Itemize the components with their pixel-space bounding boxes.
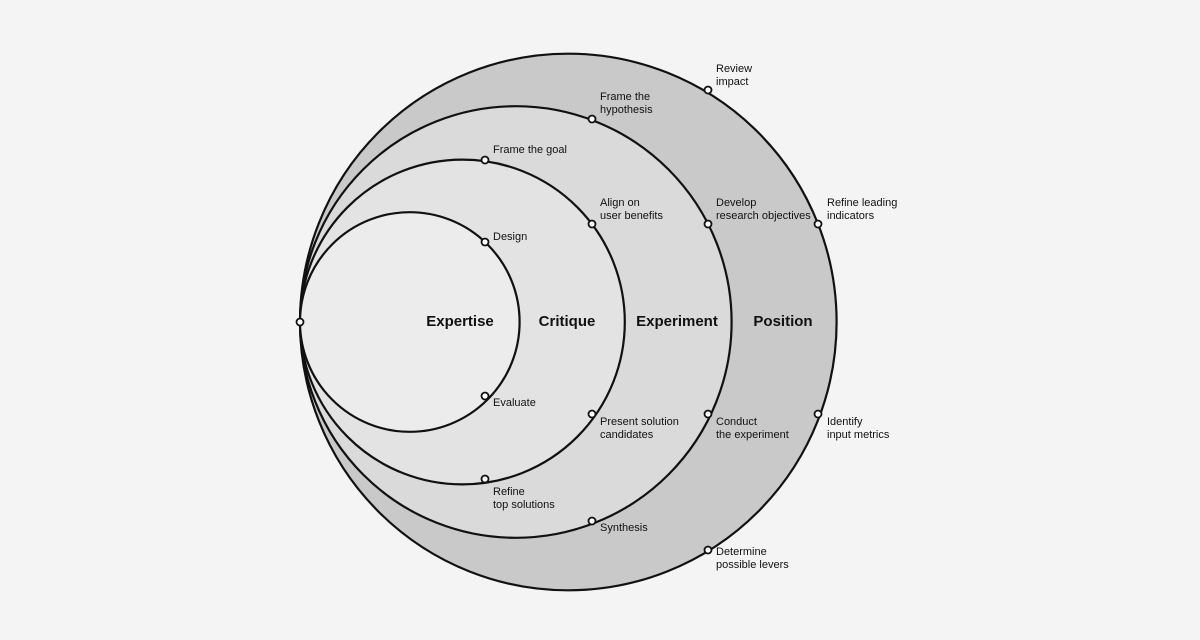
design-dot xyxy=(480,237,490,247)
label-line: Synthesis xyxy=(600,522,648,534)
label-line: candidates xyxy=(600,429,654,441)
critique-label: Critique xyxy=(539,313,596,330)
conduct-dot xyxy=(703,409,713,419)
determine-dot xyxy=(703,545,713,555)
design-label: Design xyxy=(493,231,527,243)
label-line: Evaluate xyxy=(493,397,536,409)
synthesis-label: Synthesis xyxy=(600,522,648,534)
expertise-label: Expertise xyxy=(426,313,494,330)
frame-hypothesis-dot xyxy=(587,114,597,124)
label-line: Develop xyxy=(716,197,756,209)
label-line: Frame the goal xyxy=(493,144,567,156)
experiment-label: Experiment xyxy=(636,313,718,330)
review-impact-dot xyxy=(703,85,713,95)
refine-leading-dot xyxy=(813,219,823,229)
label-line: Present solution xyxy=(600,416,679,428)
label-line: Design xyxy=(493,231,527,243)
refine-top-dot xyxy=(480,474,490,484)
align-dot xyxy=(587,219,597,229)
label-line: Align on xyxy=(600,197,640,209)
label-line: the experiment xyxy=(716,429,789,441)
label-line: hypothesis xyxy=(600,104,653,116)
label-line: research objectives xyxy=(716,210,811,222)
identify-dot xyxy=(813,409,823,419)
label-line: user benefits xyxy=(600,210,663,222)
position-label: Position xyxy=(753,313,812,330)
label-line: impact xyxy=(716,76,748,88)
label-line: input metrics xyxy=(827,429,890,441)
label-line: Refine xyxy=(493,486,525,498)
label-line: Determine xyxy=(716,546,767,558)
evaluate-label: Evaluate xyxy=(493,397,536,409)
label-line: Conduct xyxy=(716,416,757,428)
label-line: Frame the xyxy=(600,91,650,103)
tangent-point-dot xyxy=(295,317,305,327)
label-line: possible levers xyxy=(716,559,789,571)
present-dot xyxy=(587,409,597,419)
label-line: Refine leading xyxy=(827,197,897,209)
label-line: Identify xyxy=(827,416,863,428)
label-line: top solutions xyxy=(493,499,555,511)
label-line: indicators xyxy=(827,210,875,222)
synthesis-dot xyxy=(587,516,597,526)
develop-dot xyxy=(703,219,713,229)
label-line: Review xyxy=(716,63,752,75)
frame-goal-label: Frame the goal xyxy=(493,144,567,156)
frame-goal-dot xyxy=(480,155,490,165)
evaluate-dot xyxy=(480,391,490,401)
